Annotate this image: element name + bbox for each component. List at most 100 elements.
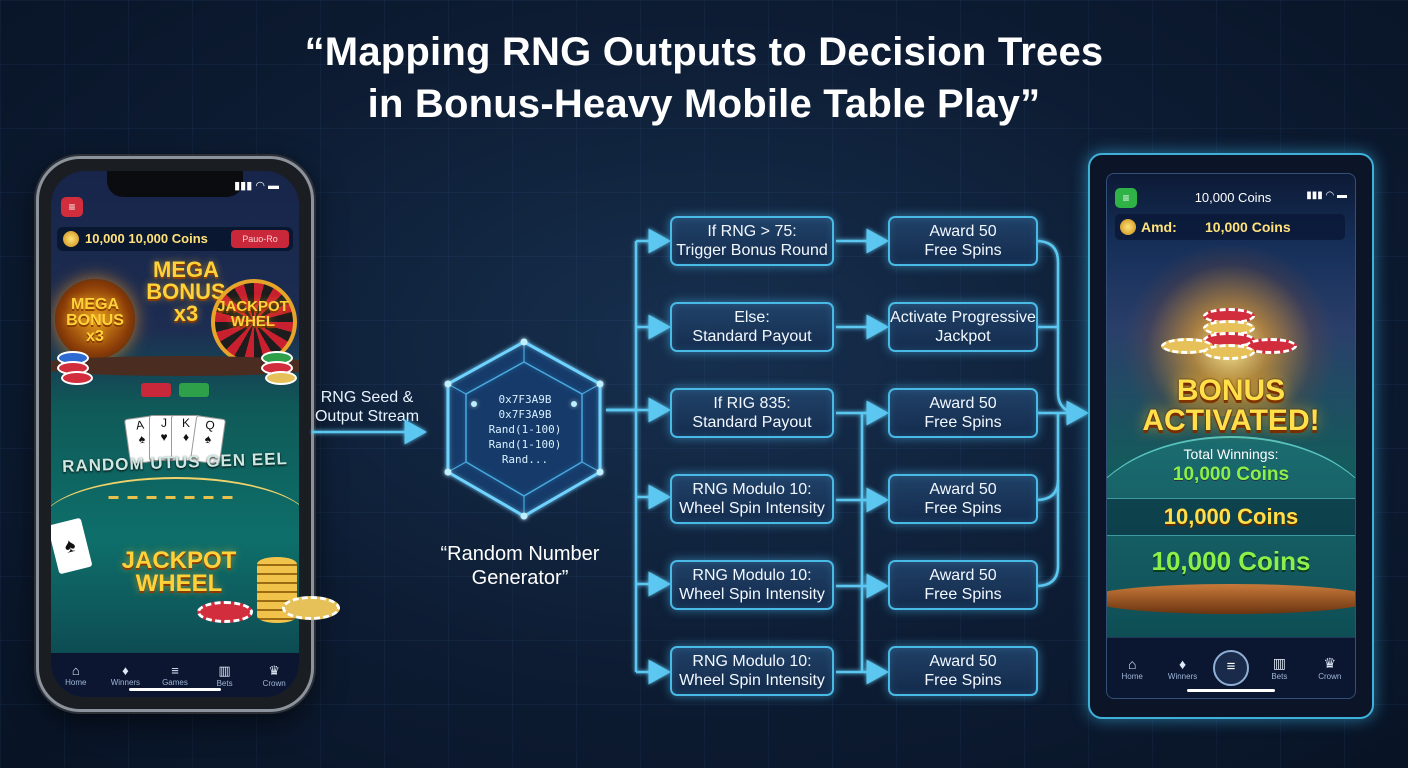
rng-line: 0x7F3A9B <box>450 407 600 422</box>
rng-output-stream: 0x7F3A9B 0x7F3A9B Rand(1-100) Rand(1-100… <box>450 392 600 467</box>
diamond-icon: ♦ <box>1163 656 1203 672</box>
header-title: 10,000 Coins <box>1163 190 1303 205</box>
green-bet-button[interactable] <box>179 383 209 397</box>
bet-spots: ▬▬▬▬▬▬▬ <box>69 491 281 502</box>
tab-label: Winners <box>111 678 140 687</box>
right-tablet-screen: ≡ 10,000 Coins ▮▮▮ ◠ ▬ Amd: 10,000 Coins… <box>1106 173 1356 699</box>
home-icon: ⌂ <box>1112 656 1152 672</box>
tab-home[interactable]: ⌂Home <box>1112 656 1152 681</box>
tab-crown[interactable]: ♛Crown <box>254 663 294 688</box>
node-line-1: Award 50 <box>890 652 1036 671</box>
node-line-2: Free Spins <box>890 671 1036 690</box>
table-felt-label: RANDOM UTUS GEN EEL <box>51 449 299 478</box>
left-phone: ▮▮▮ ◠ ▬ ≡ 10,000 10,000 Coins Pauo-Ro ME… <box>36 156 314 712</box>
home-indicator <box>1187 689 1275 692</box>
tab-label: Home <box>1122 672 1143 681</box>
status-signal-icon: ▮▮▮ ◠ ▬ <box>234 179 279 192</box>
award-node: Award 50Free Spins <box>888 646 1038 696</box>
seed-label-line-2: Output Stream <box>315 408 419 425</box>
table-mini-buttons <box>141 383 213 402</box>
node-line-1: Award 50 <box>890 480 1036 499</box>
red-bet-button[interactable] <box>141 383 171 397</box>
node-line-1: Award 50 <box>890 566 1036 585</box>
condition-node: If RIG 835:Standard Payout <box>670 388 834 438</box>
tab-bets[interactable]: ▥Bets <box>205 663 245 688</box>
red-chip-icon <box>197 601 253 623</box>
status-signal-icon: ▮▮▮ ◠ ▬ <box>1306 190 1347 201</box>
node-line-2: Free Spins <box>890 241 1036 260</box>
title-line-2: in Bonus-Heavy Mobile Table Play” <box>0 78 1408 130</box>
node-line-1: Activate Progressive <box>890 308 1036 327</box>
promo-button[interactable]: Pauo-Ro <box>231 230 289 248</box>
winnings-value-green: 10,000 Coins <box>1107 546 1355 577</box>
total-winnings-value: 10,000 Coins <box>1107 464 1355 486</box>
jackpot-wheel-title: JACKPOT WHEEL <box>119 549 239 595</box>
coins-balance: 10,000 10,000 Coins <box>85 231 208 246</box>
mega-bonus-small-text: MEGA BONUS x3 <box>55 297 135 345</box>
node-line-2: Wheel Spin Intensity <box>672 499 832 518</box>
chip-stack-icon <box>259 349 295 389</box>
page-title: “Mapping RNG Outputs to Decision Trees i… <box>0 26 1408 130</box>
tab-games[interactable]: ≡Games <box>155 663 195 687</box>
diamond-icon: ♦ <box>105 663 145 678</box>
tab-crown[interactable]: ♛Crown <box>1310 655 1350 681</box>
winnings-value-yellow: 10,000 Coins <box>1107 504 1355 530</box>
node-line-1: Award 50 <box>890 394 1036 413</box>
table-rail <box>1106 584 1356 614</box>
tab-label: Winners <box>1168 672 1197 681</box>
coins-bar: Amd: 10,000 Coins <box>1115 214 1345 240</box>
node-line-1: RNG Modulo 10: <box>672 566 832 585</box>
jackpot-wheel-small-text: JACKPOT WHEL <box>203 299 299 329</box>
tab-label: Crown <box>1318 672 1341 681</box>
tab-label: Bets <box>217 679 233 688</box>
list-icon: ≡ <box>155 663 195 678</box>
condition-node: RNG Modulo 10:Wheel Spin Intensity <box>670 474 834 524</box>
mega-bonus-badge: MEGA BONUS x3 <box>55 279 135 359</box>
rng-label-line-1: “Random Number <box>441 543 600 565</box>
condition-node: RNG Modulo 10:Wheel Spin Intensity <box>670 560 834 610</box>
coins-label: Amd: <box>1141 219 1177 235</box>
coin-icon <box>1120 219 1136 235</box>
bonus-title: BONUS <box>1107 376 1355 406</box>
center-menu-button[interactable]: ≡ <box>1213 650 1249 686</box>
tab-winners[interactable]: ♦Winners <box>1163 656 1203 681</box>
tab-winners[interactable]: ♦Winners <box>105 663 145 687</box>
node-line-1: If RNG > 75: <box>672 222 832 241</box>
node-line-2: Wheel Spin Intensity <box>672 585 832 604</box>
coins-value: 10,000 Coins <box>1205 219 1291 235</box>
rng-label: “Random Number Generator” <box>420 542 620 590</box>
left-phone-screen: ▮▮▮ ◠ ▬ ≡ 10,000 10,000 Coins Pauo-Ro ME… <box>51 171 299 697</box>
seed-label-line-1: RNG Seed & <box>321 389 413 406</box>
rng-line: Rand(1-100) <box>450 437 600 452</box>
bonus-subtitle: ACTIVATED! <box>1107 406 1355 436</box>
condition-node: Else:Standard Payout <box>670 302 834 352</box>
condition-node: RNG Modulo 10:Wheel Spin Intensity <box>670 646 834 696</box>
tab-home[interactable]: ⌂Home <box>56 663 96 687</box>
rng-label-line-2: Generator” <box>472 567 569 589</box>
coins-bar: 10,000 10,000 Coins Pauo-Ro <box>57 227 293 251</box>
menu-button[interactable]: ≡ <box>1115 188 1137 208</box>
ticket-icon: ▥ <box>205 663 245 679</box>
total-winnings-label: Total Winnings: <box>1107 446 1355 462</box>
node-line-2: Wheel Spin Intensity <box>672 671 832 690</box>
seed-label: RNG Seed & Output Stream <box>302 388 432 426</box>
chip-stack-icon <box>55 349 91 389</box>
rng-line: Rand... <box>450 452 600 467</box>
list-icon: ≡ <box>1227 658 1236 675</box>
hamburger-icon: ≡ <box>68 200 75 214</box>
node-line-1: If RIG 835: <box>672 394 832 413</box>
condition-node: If RNG > 75:Trigger Bonus Round <box>670 216 834 266</box>
menu-button[interactable]: ≡ <box>61 197 83 217</box>
node-line-2: Jackpot <box>890 327 1036 346</box>
hamburger-icon: ≡ <box>1122 191 1129 205</box>
node-line-1: Else: <box>672 308 832 327</box>
crown-icon: ♛ <box>254 663 294 679</box>
node-line-2: Standard Payout <box>672 327 832 346</box>
tab-bets[interactable]: ▥Bets <box>1259 655 1299 681</box>
crown-icon: ♛ <box>1310 655 1350 672</box>
node-line-2: Trigger Bonus Round <box>672 241 832 260</box>
